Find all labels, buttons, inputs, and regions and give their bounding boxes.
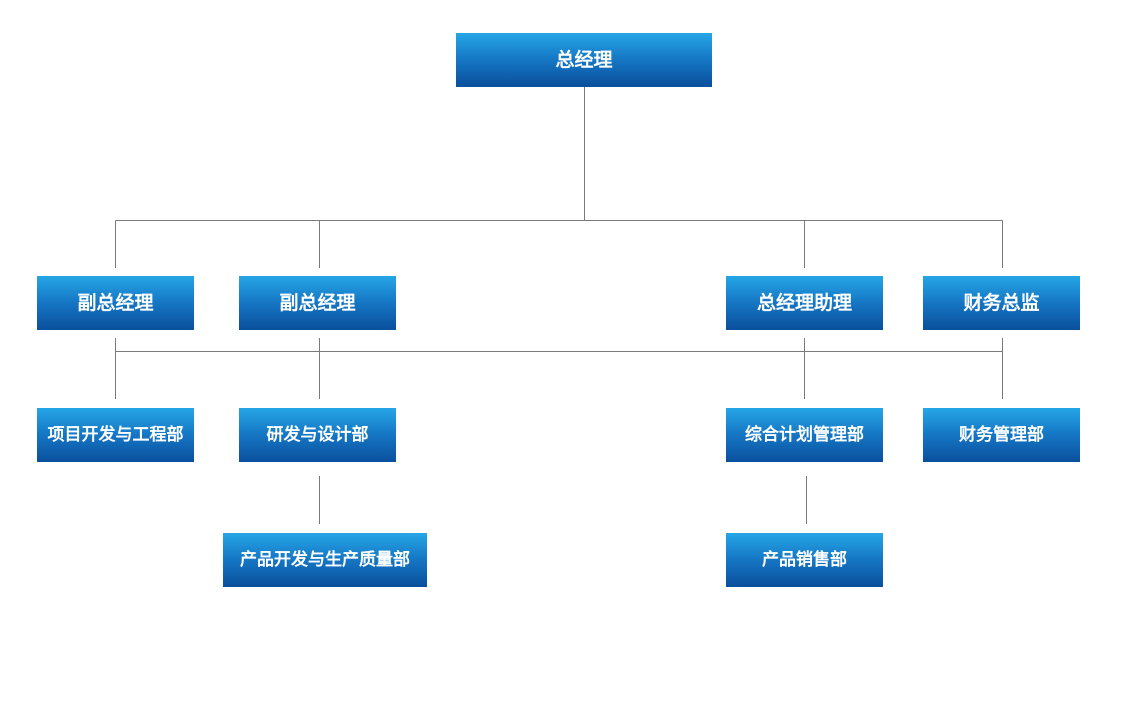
node-label: 副总经理	[77, 291, 154, 314]
node-label: 产品销售部	[762, 549, 847, 570]
node-general-manager: 总经理	[456, 33, 712, 87]
node-label: 副总经理	[279, 291, 356, 314]
node-label: 综合计划管理部	[745, 424, 864, 445]
node-label: 总经理	[555, 48, 613, 71]
node-product-dev-quality-dept: 产品开发与生产质量部	[223, 533, 427, 587]
node-label: 研发与设计部	[266, 424, 369, 445]
node-finance-director: 财务总监	[923, 276, 1080, 330]
node-product-sales-dept: 产品销售部	[726, 533, 883, 587]
node-label: 项目开发与工程部	[47, 424, 184, 445]
node-label: 产品开发与生产质量部	[240, 549, 410, 570]
node-label: 财务管理部	[959, 424, 1044, 445]
node-gm-assistant: 总经理助理	[726, 276, 883, 330]
node-finance-management-dept: 财务管理部	[923, 408, 1080, 462]
node-rnd-design-dept: 研发与设计部	[239, 408, 396, 462]
node-label: 财务总监	[963, 291, 1040, 314]
node-label: 总经理助理	[756, 291, 852, 314]
node-project-engineering-dept: 项目开发与工程部	[37, 408, 194, 462]
node-deputy-gm-1: 副总经理	[37, 276, 194, 330]
node-planning-management-dept: 综合计划管理部	[726, 408, 883, 462]
node-deputy-gm-2: 副总经理	[239, 276, 396, 330]
